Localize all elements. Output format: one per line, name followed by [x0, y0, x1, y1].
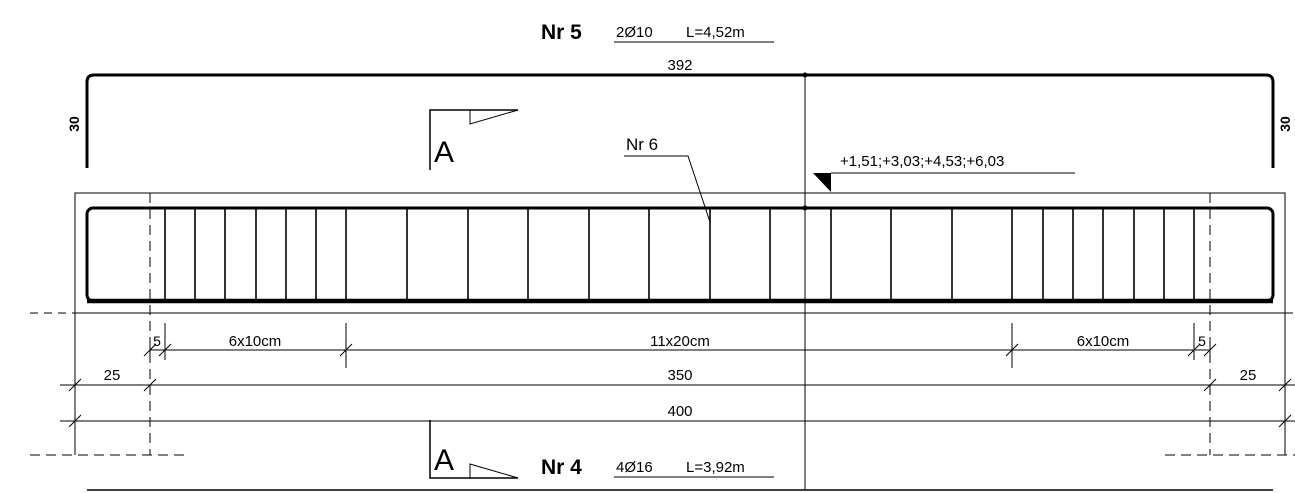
dimension-row-2: 25 350 25	[60, 313, 1295, 455]
nr4-spec: 4Ø16	[616, 459, 653, 476]
stirrups	[164, 208, 1195, 301]
dimension-row-1: 5 6x10cm 11x20cm 6x10cm 5	[143, 323, 1217, 368]
nr6-label: Nr 6	[626, 135, 658, 154]
svg-text:5: 5	[1198, 333, 1206, 349]
svg-text:6x10cm: 6x10cm	[1077, 333, 1130, 350]
nr4-length: L=3,92m	[686, 459, 745, 476]
elevation-label: +1,51;+3,03;+4,53;+6,03	[840, 153, 1004, 170]
svg-text:11x20cm: 11x20cm	[650, 333, 710, 350]
svg-text:25: 25	[1240, 367, 1257, 384]
elevation-marker	[813, 173, 831, 192]
nr5-spec: 2Ø10	[616, 24, 653, 41]
svg-text:350: 350	[667, 367, 692, 384]
nr5-length-cm: 392	[667, 57, 692, 74]
section-mark-bottom: A	[429, 420, 519, 479]
nr4-title: Nr 4	[541, 456, 582, 479]
nr5-length: L=4,52m	[686, 24, 745, 41]
svg-text:5: 5	[153, 333, 161, 349]
section-mark-top: A	[429, 109, 519, 170]
svg-text:A: A	[434, 444, 454, 477]
svg-text:400: 400	[667, 403, 692, 420]
stirrup-cage	[85, 206, 1275, 303]
bar-nr5-shape	[85, 73, 1275, 168]
nr6-leader	[624, 155, 711, 223]
nr5-hook-right: 30	[1277, 116, 1293, 132]
svg-text:A: A	[434, 136, 454, 169]
svg-text:6x10cm: 6x10cm	[229, 333, 282, 350]
svg-text:25: 25	[104, 367, 121, 384]
nr5-hook-left: 30	[66, 116, 82, 132]
nr5-title: Nr 5	[541, 21, 582, 44]
dimension-row-3: 400	[60, 403, 1295, 428]
